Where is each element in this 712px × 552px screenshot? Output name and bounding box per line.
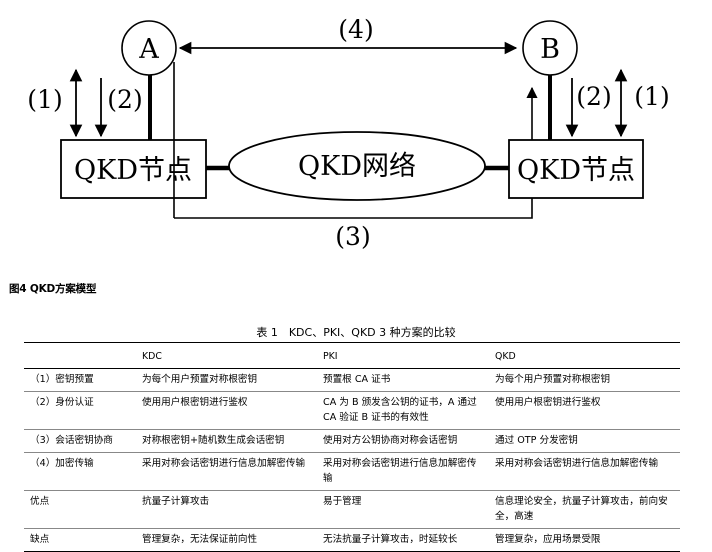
table-cell: 预置根 CA 证书 xyxy=(323,374,391,385)
table-cell: 抗量子计算攻击 xyxy=(142,496,210,507)
table-row: （2）身份认证 使用用户根密钥进行鉴权 CA 为 B 颁发含公钥的证书，A 通过… xyxy=(24,392,680,430)
table-cell: 无法抗量子计算攻击，时延较长 xyxy=(323,534,458,545)
table-cell: 信息理论安全，抗量子计算攻击，前向安全，高速 xyxy=(495,496,668,522)
table-row: （4）加密传输 采用对称会话密钥进行信息加解密传输 采用对称会话密钥进行信息加解… xyxy=(24,453,680,491)
label-4: (4) xyxy=(338,15,373,44)
left-label-2: (2) xyxy=(107,85,142,114)
left-label-1: (1) xyxy=(27,85,62,114)
row-label: （2）身份认证 xyxy=(30,397,94,408)
table-cell: 为每个用户预置对称根密钥 xyxy=(495,374,611,385)
right-label-1: (1) xyxy=(634,82,669,111)
header-cell: QKD xyxy=(495,351,516,362)
row-label: 缺点 xyxy=(30,534,50,545)
table-cell: 对称根密钥+随机数生成会话密钥 xyxy=(142,435,285,446)
table-cell: 采用对称会话密钥进行信息加解密传输 xyxy=(495,458,659,469)
right-label-2: (2) xyxy=(576,82,611,111)
table-cell: 管理复杂，无法保证前向性 xyxy=(142,534,258,545)
table-cell: 采用对称会话密钥进行信息加解密传输 xyxy=(323,458,477,484)
figure-caption: 图4 QKD方案模型 xyxy=(9,283,97,295)
table-cell: 管理复杂，应用场景受限 xyxy=(495,534,601,545)
table-row: （3）会话密钥协商 对称根密钥+随机数生成会话密钥 使用对方公钥协商对称会话密钥… xyxy=(24,430,680,453)
table-cell: 采用对称会话密钥进行信息加解密传输 xyxy=(142,458,306,469)
table-title: 表 1 KDC、PKI、QKD 3 种方案的比较 xyxy=(256,326,456,339)
comparison-table: KDC PKI QKD （1）密钥预置 为每个用户预置对称根密钥 预置根 CA … xyxy=(24,342,680,552)
table-cell: 为每个用户预置对称根密钥 xyxy=(142,374,258,385)
link-3 xyxy=(174,198,533,219)
row-label: （1）密钥预置 xyxy=(30,374,94,385)
qkd-model-diagram: A B (4) QKD节点 QKD节点 QKD网络 (3) (1) (2) (2… xyxy=(27,15,669,251)
header-cell xyxy=(24,343,136,369)
qkd-network-label: QKD网络 xyxy=(298,151,416,182)
node-b-label: B xyxy=(540,34,560,65)
table-row: 缺点 管理复杂，无法保证前向性 无法抗量子计算攻击，时延较长 管理复杂，应用场景… xyxy=(24,529,680,552)
left-qkd-node-box xyxy=(60,139,207,199)
table-row: （1）密钥预置 为每个用户预置对称根密钥 预置根 CA 证书 为每个用户预置对称… xyxy=(24,369,680,392)
table-cell: CA 为 B 颁发含公钥的证书，A 通过 CA 验证 B 证书的有效性 xyxy=(323,397,477,423)
row-label: （4）加密传输 xyxy=(30,458,94,469)
header-cell: PKI xyxy=(323,351,338,362)
label-3: (3) xyxy=(335,222,370,251)
table-cell: 使用用户根密钥进行鉴权 xyxy=(142,397,248,408)
row-label: 优点 xyxy=(30,496,50,507)
table-cell: 通过 OTP 分发密钥 xyxy=(495,435,578,446)
node-a-label: A xyxy=(138,34,159,65)
row-label: （3）会话密钥协商 xyxy=(30,435,113,446)
header-cell: KDC xyxy=(142,351,162,362)
table-cell: 使用用户根密钥进行鉴权 xyxy=(495,397,601,408)
table-cell: 易于管理 xyxy=(323,496,362,507)
table-header-row: KDC PKI QKD xyxy=(24,342,680,369)
left-qkd-node-label: QKD节点 xyxy=(74,155,192,186)
right-qkd-node-label: QKD节点 xyxy=(517,155,635,186)
table-row: 优点 抗量子计算攻击 易于管理 信息理论安全，抗量子计算攻击，前向安全，高速 xyxy=(24,491,680,529)
table-cell: 使用对方公钥协商对称会话密钥 xyxy=(323,435,458,446)
